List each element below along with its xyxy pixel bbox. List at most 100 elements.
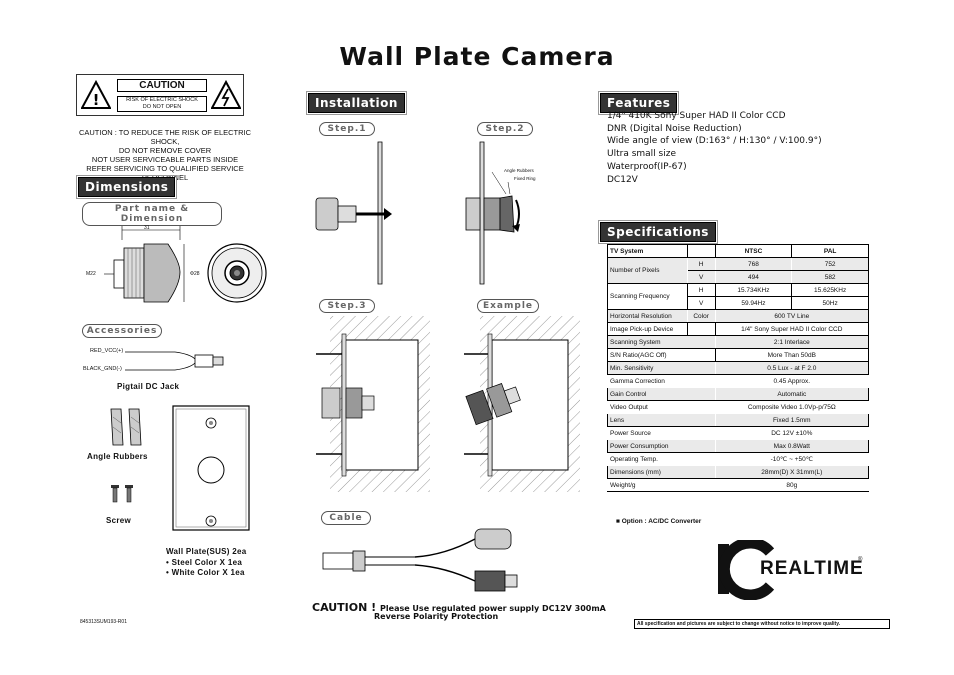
table-row: Image Pick-up Device 1/4" Sony Super HAD…: [607, 322, 870, 336]
caution-heading: CAUTION: [117, 79, 207, 92]
table-row: Dimensions (mm) 28mm(D) X 31mm(L): [607, 465, 870, 479]
table-cell: 768: [714, 257, 793, 271]
table-cell: Gamma Correction: [607, 374, 716, 388]
camera-dimension-drawing: [104, 226, 267, 303]
caution-subtext: RISK OF ELECTRIC SHOCK DO NOT OPEN: [117, 96, 207, 112]
warning-triangle-icon: !: [81, 80, 111, 109]
brand-wordmark: REALTIME: [760, 558, 864, 579]
white-color-label: • White Color X 1ea: [166, 568, 245, 577]
table-cell: Lens: [607, 413, 716, 427]
table-cell: 59.94Hz: [714, 296, 793, 310]
screw-drawing: [111, 485, 133, 503]
feature-item: Waterproof(IP-67): [607, 161, 687, 172]
fixed-ring-callout: Fixed Ring: [514, 176, 536, 181]
dimensions-header: Dimensions: [75, 175, 178, 199]
table-cell: 50Hz: [791, 296, 869, 310]
installation-header: Installation: [306, 91, 407, 115]
table-row: Lens Fixed 1.5mm: [607, 413, 870, 427]
table-cell: 2:1 Interlace: [714, 335, 870, 349]
disclaimer: All specification and pictures are subje…: [634, 619, 890, 629]
table-cell: S/N Ratio(AGC Off): [607, 348, 716, 362]
specifications-table: TV System NTSC PAL Number of Pixels H 76…: [607, 244, 870, 492]
pigtail-label: Pigtail DC Jack: [117, 382, 180, 391]
table-cell: Operating Temp.: [607, 452, 716, 466]
table-cell: Color: [686, 309, 716, 323]
table-row: Weight/g 80g: [607, 478, 870, 492]
feature-item: DNR (Digital Noise Reduction): [607, 123, 742, 134]
table-cell: Video Output: [607, 400, 716, 414]
caution-notice-line: NOT USER SERVICEABLE PARTS INSIDE: [91, 155, 239, 164]
table-cell: 752: [791, 257, 869, 271]
feature-item: Ultra small size: [607, 149, 676, 160]
feature-item: DC12V: [607, 174, 638, 185]
table-row: TV System NTSC PAL: [607, 244, 869, 258]
table-cell: 0.5 Lux - at F 2.0: [714, 361, 870, 375]
table-cell: V: [686, 270, 716, 284]
electric-shock-icon: [211, 80, 241, 109]
svg-text:!: !: [93, 91, 100, 109]
table-cell: Horizontal Resolution: [607, 309, 688, 323]
table-cell: 1/4" Sony Super HAD II Color CCD: [714, 322, 870, 336]
table-cell: 15.625KHz: [791, 283, 869, 297]
table-cell: -10℃ ~ +50℃: [714, 452, 870, 466]
table-cell: DC 12V ±10%: [714, 426, 870, 440]
table-cell: Dimensions (mm): [607, 465, 716, 479]
accessories-header: Accessories: [82, 324, 162, 338]
wall-plate-label: Wall Plate(SUS) 2ea: [166, 547, 247, 556]
table-row: Gain Control Automatic: [607, 387, 870, 401]
cable-header: Cable: [321, 511, 371, 525]
red-wire-label: RED_VCC(+): [90, 348, 124, 354]
example-drawing: [464, 316, 580, 492]
table-cell: 0.45 Approx.: [714, 374, 870, 388]
table-cell: 582: [791, 270, 869, 284]
dim-31-label: 31: [144, 225, 150, 231]
caution-notice: CAUTION : TO REDUCE THE RISK OF ELECTRIC…: [70, 128, 260, 182]
table-cell: Scanning System: [607, 335, 716, 349]
table-cell: Number of Pixels: [607, 257, 688, 284]
document-code: 845313SUM193-R01: [80, 619, 127, 625]
step1-drawing: [315, 141, 392, 285]
angle-rubbers-label: Angle Rubbers: [87, 452, 148, 461]
example-header: Example: [477, 299, 539, 313]
table-row: Power Source DC 12V ±10%: [607, 426, 870, 440]
features-header: Features: [597, 91, 680, 115]
table-cell: [686, 322, 716, 336]
table-cell: Min. Sensitivity: [607, 361, 716, 375]
angle-rubbers-drawing: [110, 408, 142, 446]
table-cell: Automatic: [714, 387, 870, 401]
pigtail-dc-jack-drawing: [125, 351, 224, 371]
table-cell: Gain Control: [607, 387, 716, 401]
table-row: Scanning Frequency H 15.734KHz 15.625KHz: [607, 283, 869, 310]
step3-drawing: [316, 316, 430, 492]
table-cell: NTSC: [714, 244, 793, 258]
table-cell: PAL: [791, 244, 869, 258]
table-cell: TV System: [607, 244, 688, 258]
ic-realtime-logo: REALTIME ®: [714, 540, 864, 610]
table-row: Power Consumption Max 0.8Watt: [607, 439, 870, 453]
table-cell: 80g: [714, 478, 870, 492]
table-cell: Power Source: [607, 426, 716, 440]
ic-logo-mark-icon: [718, 540, 774, 600]
caution-footer: CAUTION ! Please Use regulated power sup…: [312, 601, 606, 614]
step2-drawing: [465, 141, 520, 285]
table-cell: Weight/g: [607, 478, 716, 492]
table-cell: Max 0.8Watt: [714, 439, 870, 453]
cable-drawing: [322, 528, 518, 592]
part-name-dimension-header: Part name & Dimension: [82, 202, 222, 226]
caution-line1: RISK OF ELECTRIC SHOCK: [126, 97, 198, 103]
brand-reg-mark: ®: [858, 557, 863, 563]
step2-header: Step.2: [477, 122, 533, 136]
angle-rubbers-callout: Angle Rubbers: [504, 168, 534, 173]
table-row: S/N Ratio(AGC Off) More Than 50dB: [607, 348, 870, 362]
dim-m22-label: M22: [86, 271, 96, 277]
caution-notice-line: DO NOT REMOVE COVER: [118, 146, 212, 155]
table-cell: Scanning Frequency: [607, 283, 688, 310]
table-cell: 15.734KHz: [714, 283, 793, 297]
caution-footer-line2: Reverse Polarity Protection: [374, 612, 499, 621]
caution-notice-line: CAUTION : TO REDUCE THE RISK OF ELECTRIC…: [78, 128, 252, 146]
table-cell: Composite Video 1.0Vp-p/75Ω: [714, 400, 870, 414]
step1-header: Step.1: [319, 122, 375, 136]
table-cell: H: [686, 283, 716, 297]
table-cell: 494: [714, 270, 793, 284]
table-row: Horizontal Resolution Color 600 TV Line: [607, 309, 870, 323]
